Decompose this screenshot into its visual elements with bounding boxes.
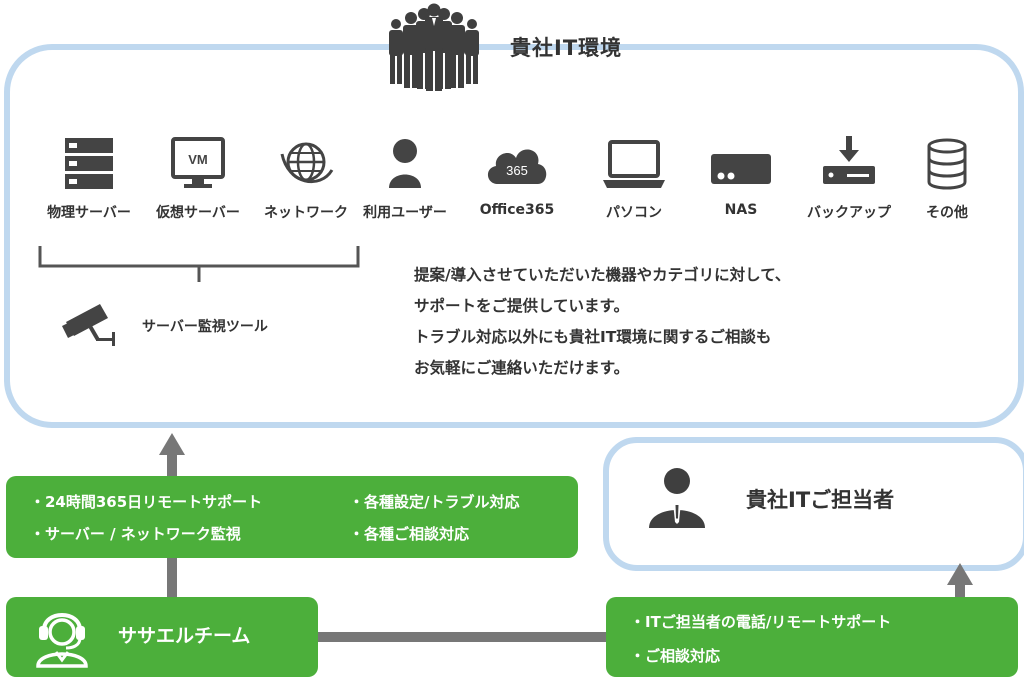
cloud-text: 365 [506,163,528,178]
vm-monitor-icon: VM [171,137,225,188]
people-group-icon [389,3,479,91]
support-item: ・24時間365日リモートサポート [30,493,263,511]
item-label: パソコン [606,205,662,221]
item-network: ネットワーク [251,136,361,222]
security-camera-icon [62,304,115,346]
description-line: お気軽にご連絡いただけます。 [414,359,630,377]
monitoring-tool-label: サーバー監視ツール [142,319,268,335]
environment-description: 提案/導入させていただいた機器やカテゴリに対して、 サポートをご提供しています。… [414,260,974,384]
item-virtual-server: VM 仮想サーバー [143,136,253,222]
support-item: ・サーバー / ネットワーク監視 [30,525,241,543]
item-label: 仮想サーバー [156,205,240,221]
globe-network-icon [280,142,334,184]
item-backup: バックアップ [794,136,904,222]
team-box: ササエルチーム [6,597,318,677]
server-group-bracket [38,246,360,282]
item-physical-server: 物理サーバー [34,136,144,222]
item-label: NAS [724,202,758,218]
database-icon [927,138,967,190]
vm-text: VM [188,152,208,167]
laptop-icon [603,140,665,188]
item-nas: NAS [686,136,796,218]
it-contact-box [603,437,1024,571]
item-label: ネットワーク [264,205,348,221]
contact-services-box: ・ITご担当者の電話/リモートサポート ・ご相談対応 [606,597,1018,677]
cloud-icon: 365 [487,149,547,184]
businessman-icon [649,468,705,528]
user-icon [389,139,421,188]
item-office365: 365 Office365 [462,136,572,218]
item-label: バックアップ [807,205,891,221]
arrow-shaft-to-contact [955,582,965,602]
it-contact-label: 貴社ITご担当者 [746,488,895,512]
contact-service-item: ・ご相談対応 [630,647,721,665]
support-operator-icon [36,613,88,668]
it-environment-box [4,44,1024,428]
connector-team-to-contact [318,632,608,642]
item-label: 物理サーバー [47,205,131,221]
team-label: ササエルチーム [118,625,251,647]
arrow-head-up-icon [159,433,185,455]
server-icon [65,138,113,189]
support-item: ・各種ご相談対応 [349,525,470,543]
contact-service-item: ・ITご担当者の電話/リモートサポート [630,613,892,631]
description-line: サポートをご提供しています。 [414,297,629,315]
item-label: その他 [926,205,968,221]
item-label: Office365 [479,202,555,218]
item-users: 利用ユーザー [350,136,460,222]
arrow-head-up-icon [947,563,973,585]
description-line: 提案/導入させていただいた機器やカテゴリに対して、 [414,266,791,284]
environment-title: 貴社IT環境 [510,36,623,60]
backup-icon [823,136,875,184]
item-label: 利用ユーザー [363,205,447,221]
description-line: トラブル対応以外にも貴社IT環境に関するご相談も [414,328,772,346]
item-pc: パソコン [579,136,689,222]
item-others: その他 [892,136,1002,222]
nas-icon [711,154,771,184]
support-services-box: ・24時間365日リモートサポート ・サーバー / ネットワーク監視 ・各種設定… [6,476,578,558]
support-item: ・各種設定/トラブル対応 [349,493,520,511]
